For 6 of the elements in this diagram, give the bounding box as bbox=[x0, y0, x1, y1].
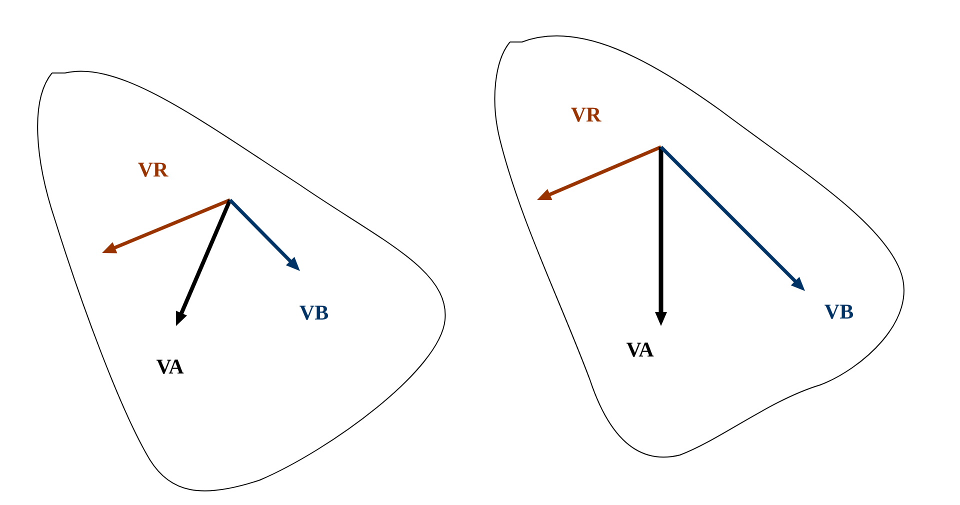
vector-label: VA bbox=[626, 338, 654, 362]
vector-label: VA bbox=[156, 354, 184, 380]
vector-label: VB bbox=[824, 300, 854, 324]
vector-label: VR bbox=[570, 102, 602, 128]
vector-label: VR bbox=[138, 158, 168, 182]
vector-label: VB bbox=[299, 300, 329, 326]
